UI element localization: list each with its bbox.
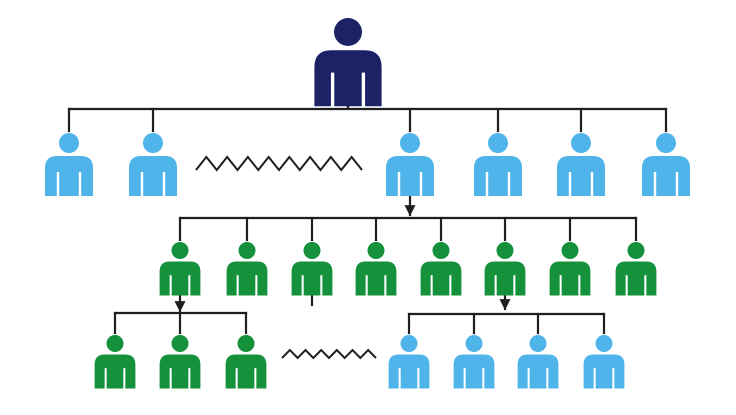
- person-icon-g4: [355, 242, 397, 297]
- person-icon-g6b: [453, 335, 495, 390]
- person-icon-g1b: [159, 335, 201, 390]
- person-icon-root: [314, 18, 382, 108]
- person-icon-b1: [45, 133, 93, 197]
- person-icon-g5: [420, 242, 462, 297]
- person-icon-g7: [549, 242, 591, 297]
- person-icon-g1a: [94, 335, 136, 390]
- person-icon-b2: [129, 133, 177, 197]
- person-icon-g6c: [517, 335, 559, 390]
- level3-continuation-zigzag: [281, 348, 377, 360]
- level1-continuation-zigzag: [195, 155, 363, 172]
- person-icon-g3: [291, 242, 333, 297]
- person-icon-b6: [642, 133, 690, 197]
- person-icon-b4: [474, 133, 522, 197]
- person-icon-g6: [484, 242, 526, 297]
- person-icon-g1: [159, 242, 201, 297]
- person-icon-b5: [557, 133, 605, 197]
- person-icon-g6a: [388, 335, 430, 390]
- person-icon-g1c: [225, 335, 267, 390]
- person-icon-b3: [386, 133, 434, 197]
- person-icon-g6d: [583, 335, 625, 390]
- people-icons: [45, 18, 690, 390]
- connector-lines: [67, 90, 668, 360]
- person-icon-g8: [615, 242, 657, 297]
- person-icon-g2: [226, 242, 268, 297]
